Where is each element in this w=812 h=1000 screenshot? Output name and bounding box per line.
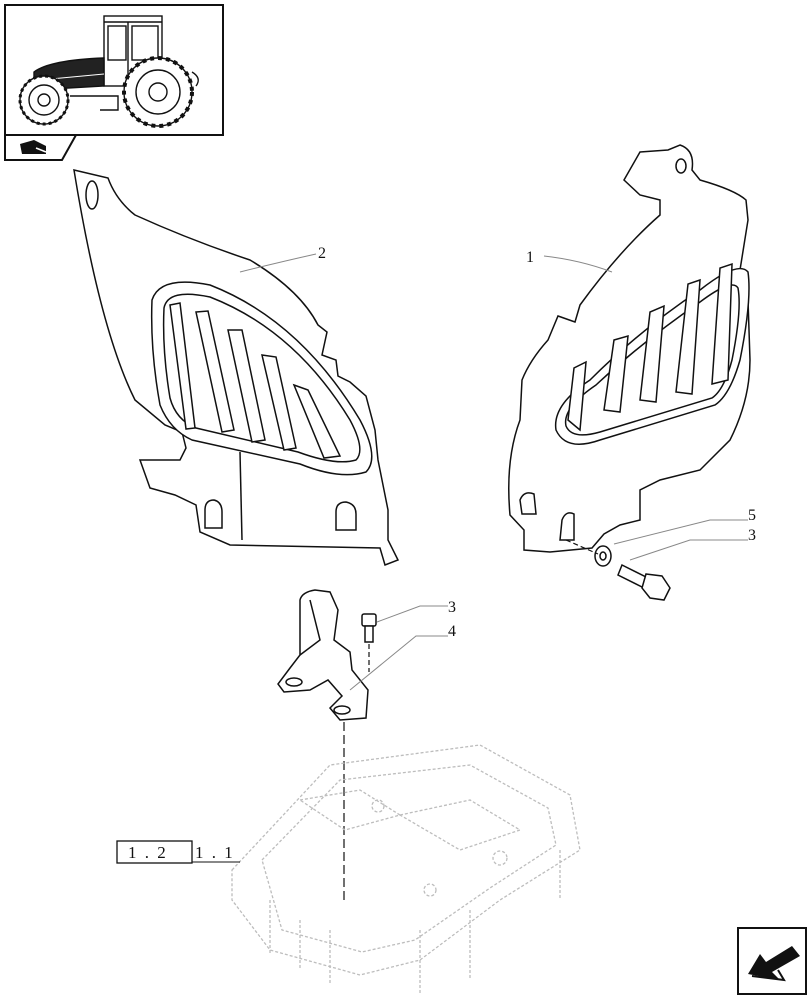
- reference-suffix-text: 1 . 1: [195, 843, 235, 862]
- tractor-previous-page-icon[interactable]: [4, 134, 78, 161]
- bracket-part: [277, 589, 369, 721]
- washer-part: [594, 545, 612, 567]
- bolt-part-lower: [361, 613, 377, 643]
- reference-link[interactable]: 1 . 2 1 . 1: [116, 840, 240, 864]
- right-shield-part: [508, 144, 751, 553]
- leader-lines: [239, 253, 748, 691]
- callout-1: 1: [526, 249, 534, 266]
- callout-5: 5: [748, 507, 756, 524]
- callout-2: 2: [318, 245, 326, 262]
- next-page-arrow-icon[interactable]: [737, 927, 807, 995]
- tractor-cab-thumbnail-icon: [18, 15, 199, 128]
- left-shield-part: [73, 169, 400, 566]
- frame-assembly-ghost: [231, 744, 581, 995]
- callout-3b: 3: [448, 599, 456, 616]
- callout-3a: 3: [748, 527, 756, 544]
- callout-4: 4: [448, 623, 456, 640]
- reference-box-text: 1 . 2: [128, 843, 168, 862]
- bolt-part-upper: [617, 563, 671, 601]
